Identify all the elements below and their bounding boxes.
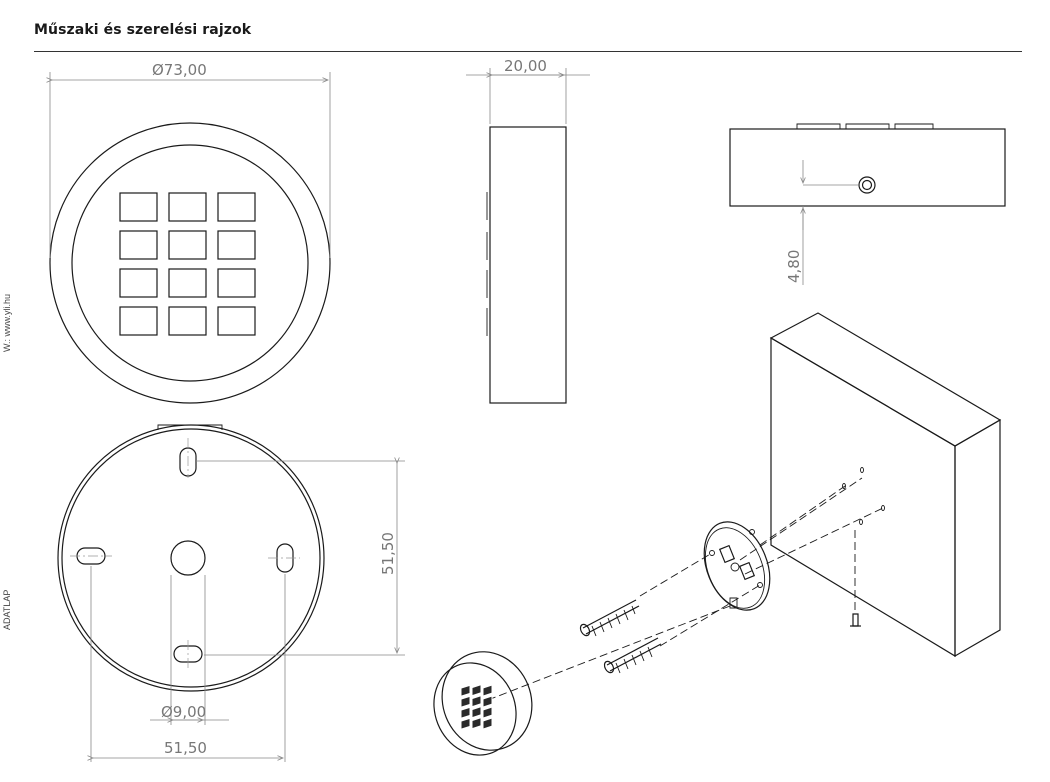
side-view: 20,00 — [466, 57, 590, 404]
keypad-unit — [433, 651, 533, 756]
dim-hole-diameter: Ø9,00 — [161, 703, 206, 721]
dim-front-diameter: Ø73,00 — [152, 61, 207, 79]
back-plate-view: 51,50 Ø9,00 51,50 — [57, 424, 405, 762]
dim-horizontal-spacing: 51,50 — [164, 739, 207, 757]
keypad-grid — [119, 192, 256, 336]
page-title: Műszaki és szerelési rajzok — [34, 22, 252, 38]
front-view: Ø73,00 — [50, 61, 331, 404]
dim-depth: 20,00 — [504, 57, 547, 75]
header-divider — [34, 51, 1022, 52]
screw-upper — [579, 599, 640, 637]
dim-button-offset: 4,80 — [785, 250, 803, 283]
dim-vertical-spacing: 51,50 — [379, 532, 397, 575]
set-screw — [850, 613, 861, 627]
wall-block — [769, 312, 1002, 658]
mounting-plate — [703, 521, 771, 611]
assembly-view — [433, 312, 1002, 756]
bottom-view: 4,80 — [729, 123, 1006, 285]
screw-lower — [603, 637, 662, 674]
